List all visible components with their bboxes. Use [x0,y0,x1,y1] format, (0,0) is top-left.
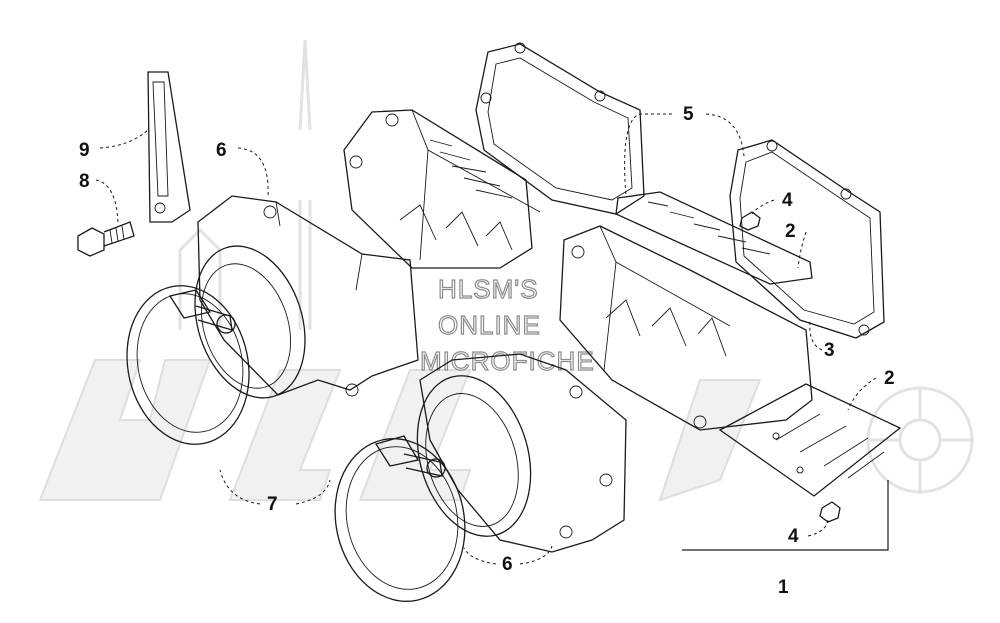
callout-6-upper: 6 [216,140,227,161]
watermark-line-3: MICROFICHE [420,346,595,376]
callout-9: 9 [79,140,90,161]
watermark-line-1: HLSM'S [438,274,539,304]
callout-2-lower: 2 [884,368,895,389]
part-8-bolt [77,221,135,257]
callouts: 9 8 6 5 4 2 3 2 4 7 6 1 [79,104,895,598]
reed-cage-upper [343,109,541,269]
callout-7: 7 [267,494,278,515]
callout-5: 5 [683,104,694,125]
callout-2-upper: 2 [785,221,796,242]
part-7-clamp-upper [126,285,250,445]
watermark-text: HLSM'S ONLINE MICROFICHE [419,273,595,376]
part-5-gasket-right [729,139,885,339]
callout-3: 3 [824,340,835,361]
brand-watermark-logo [38,39,974,502]
part-2-reed-plate-lower [718,383,902,497]
part-4-screw-lower [819,501,841,523]
part-9-gasket-strip [147,71,191,223]
part-7-clamp-lower [334,435,466,602]
callout-6-lower: 6 [502,554,513,575]
part-5-gasket-upper [475,42,645,215]
callout-4-lower: 4 [788,526,799,547]
leader-lines [95,113,877,565]
part-6-manifold-lower [416,353,627,553]
callout-1: 1 [778,577,789,598]
callout-8: 8 [79,171,90,192]
watermark-line-2: ONLINE [438,310,541,340]
part-4-screw-upper [739,211,761,231]
reed-cage-lower [559,225,813,431]
callout-4-upper: 4 [782,190,793,211]
callout-1-bracket [682,480,889,551]
part-6-manifold-upper [194,195,419,399]
part-2-reed-plate-upper [615,191,813,285]
